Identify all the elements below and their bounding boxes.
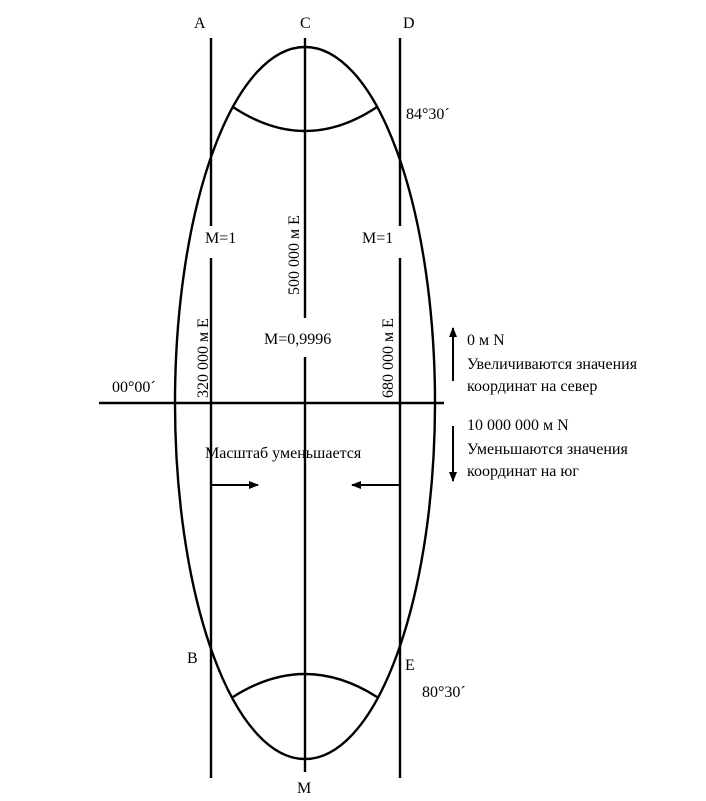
label-north-description-1: Увеличиваются значения	[467, 356, 638, 373]
label-easting-right: 680 000 м E	[380, 318, 397, 398]
label-point-m: M	[297, 780, 311, 797]
label-easting-central: 500 000 м E	[286, 215, 303, 295]
label-south-description-2: координат на юг	[467, 463, 579, 480]
label-scale-right: M=1	[362, 230, 393, 247]
label-latitude-south: 80°30´	[422, 684, 466, 701]
label-point-a: A	[194, 15, 206, 32]
label-point-e: E	[405, 657, 415, 674]
label-false-northing-north: 0 м N	[467, 332, 505, 349]
label-easting-left: 320 000 м E	[195, 318, 212, 398]
label-point-b: B	[187, 650, 198, 667]
label-latitude-north: 84°30´	[406, 106, 450, 123]
label-latitude-equator: 00°00´	[112, 379, 156, 396]
label-false-northing-south: 10 000 000 м N	[467, 417, 569, 434]
label-scale-left: M=1	[205, 230, 236, 247]
label-north-description-2: координат на север	[467, 378, 597, 395]
label-scale-decreases: Масштаб уменьшается	[205, 445, 362, 462]
label-point-d: D	[403, 15, 415, 32]
label-point-c: C	[300, 15, 311, 32]
label-scale-central: M=0,9996	[264, 331, 331, 348]
label-south-description-1: Уменьшаются значения	[467, 441, 628, 458]
